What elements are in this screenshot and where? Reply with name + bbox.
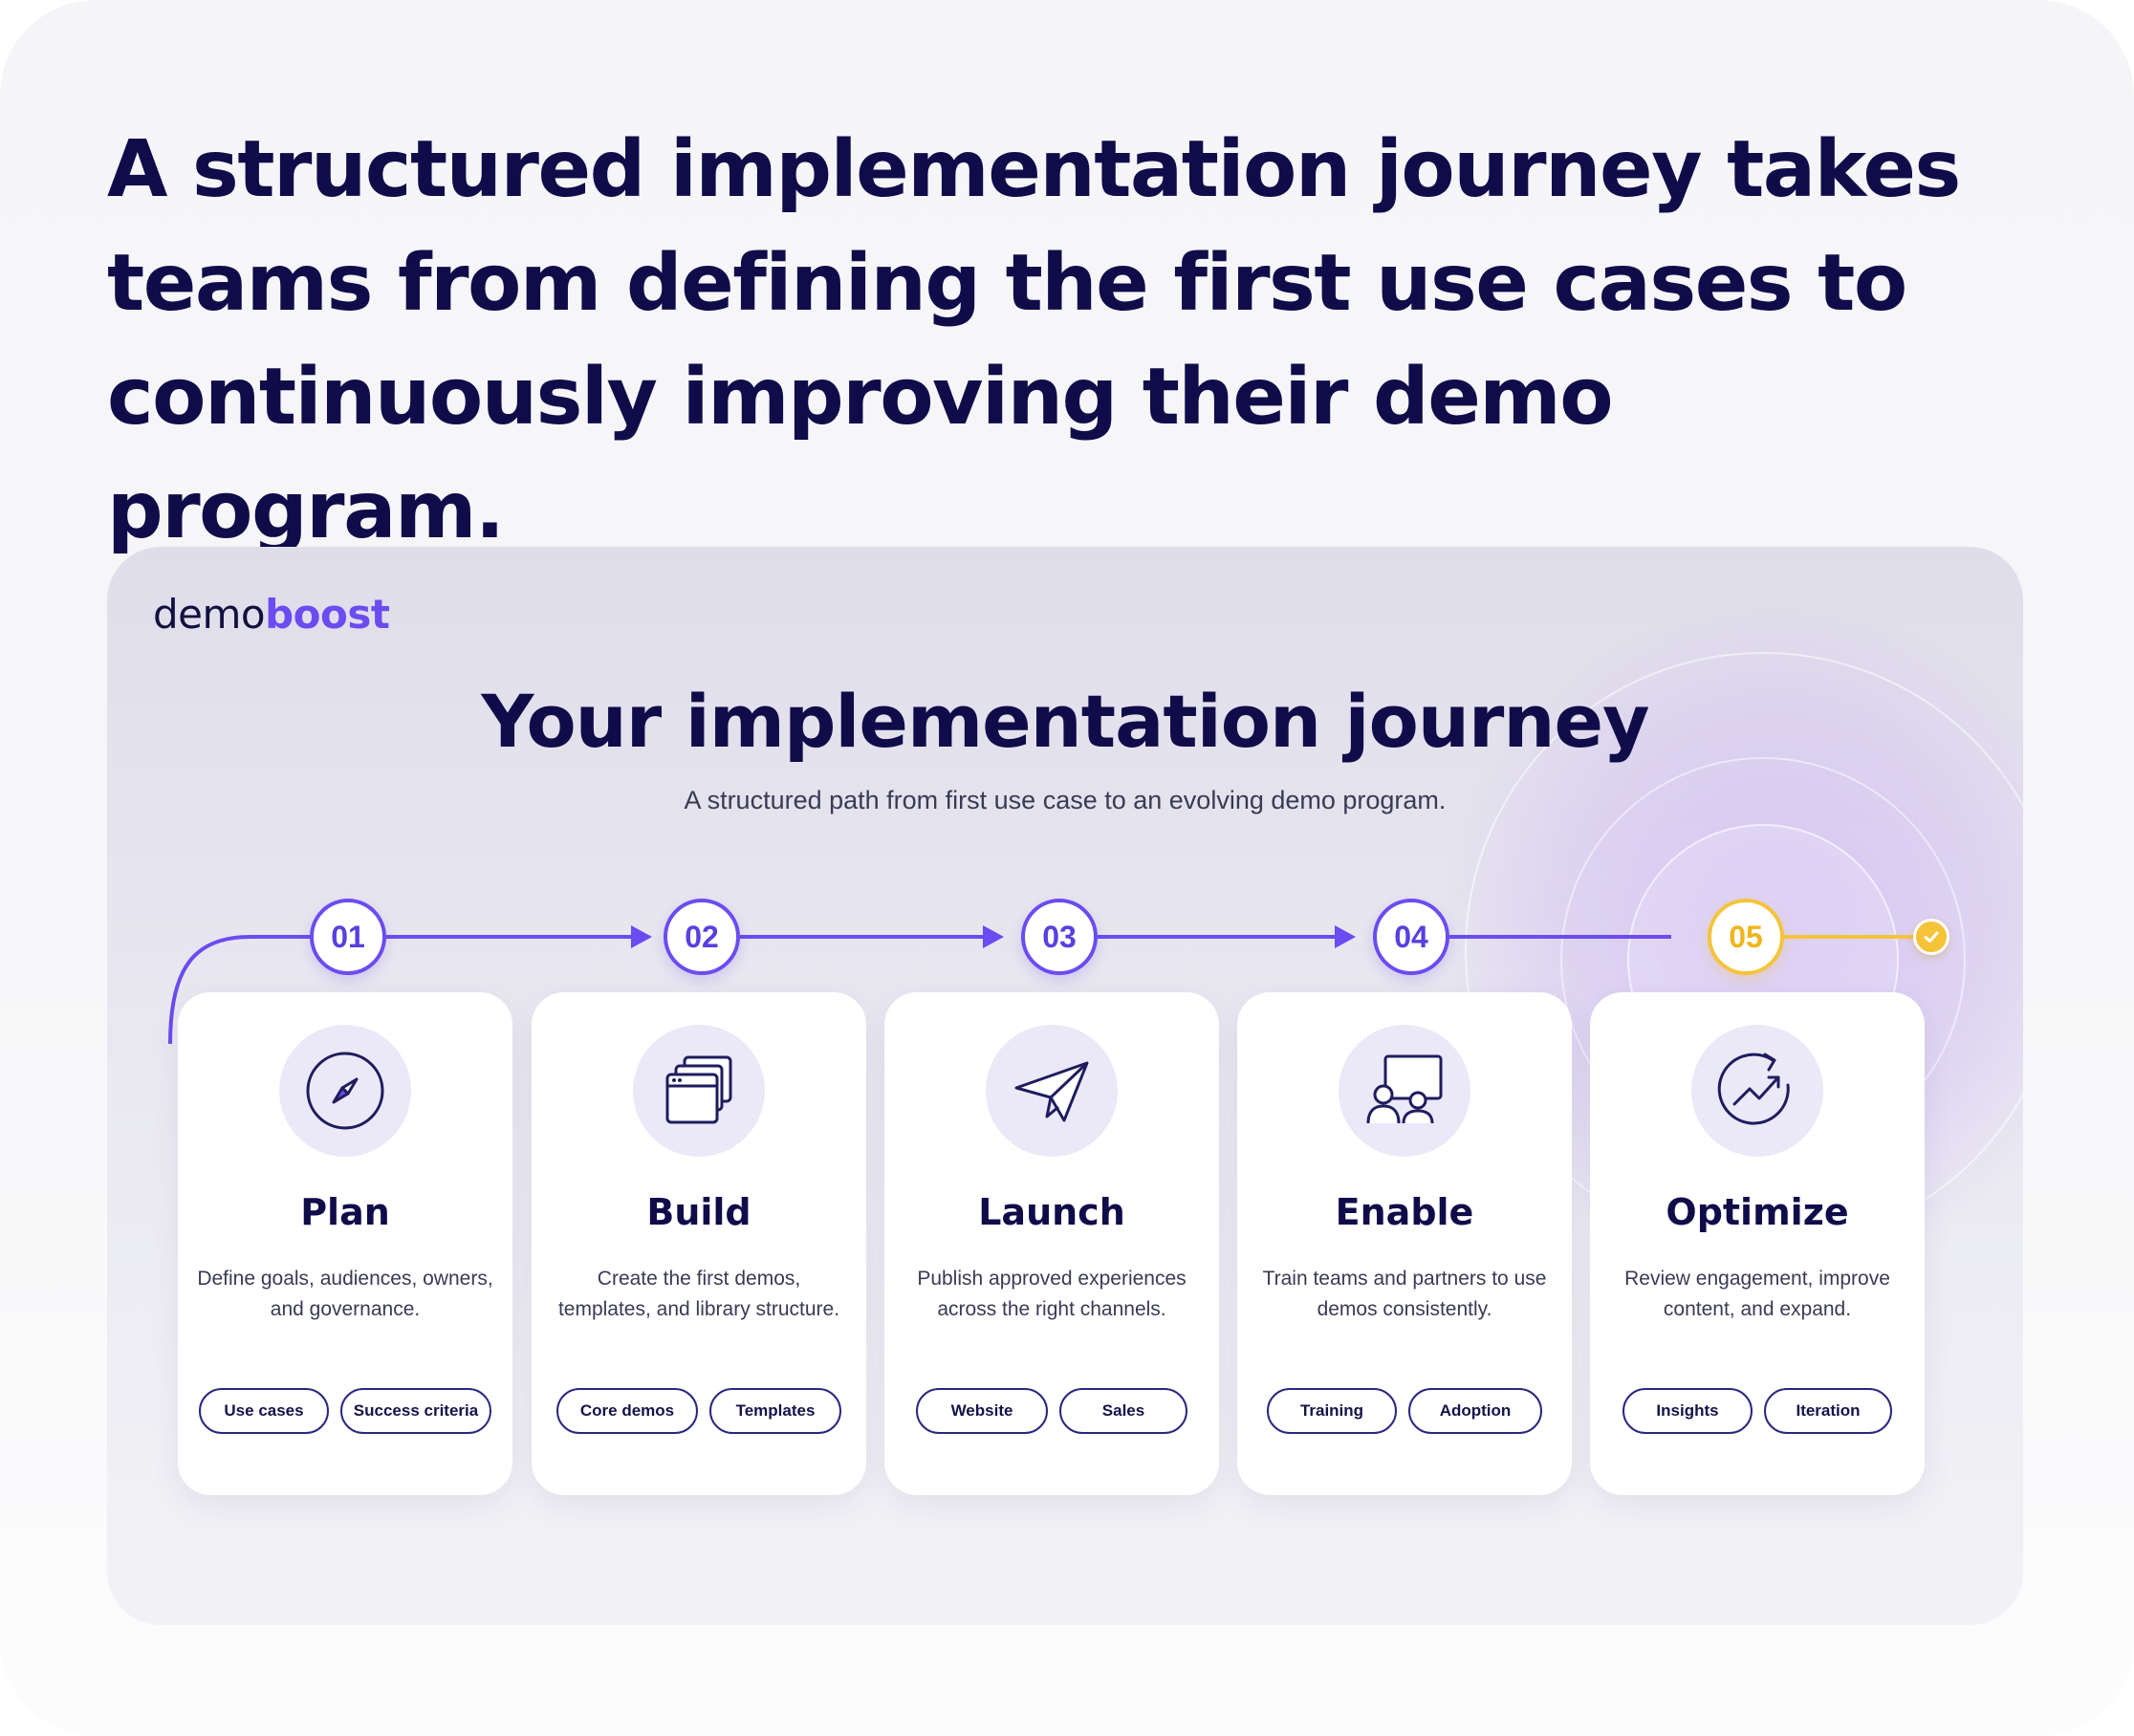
presentation-people-icon <box>1366 1054 1443 1124</box>
tag-group: Use cases Success criteria <box>178 1388 512 1434</box>
compass-icon <box>306 1052 384 1130</box>
logo-text-demo: demo <box>153 591 266 638</box>
paper-plane-icon <box>1014 1061 1089 1122</box>
journey-track <box>168 925 1914 1045</box>
step-number-01: 01 <box>310 899 386 975</box>
growth-cycle-icon <box>1717 1052 1790 1125</box>
tag-adoption[interactable]: Adoption <box>1408 1388 1542 1434</box>
windows-stack-icon <box>665 1055 732 1124</box>
tag-group: Insights Iteration <box>1590 1388 1925 1434</box>
icon-badge <box>1691 1025 1823 1157</box>
tag-templates[interactable]: Templates <box>709 1388 841 1434</box>
tag-success-criteria[interactable]: Success criteria <box>340 1388 491 1434</box>
tag-group: Training Adoption <box>1237 1388 1572 1434</box>
tag-iteration[interactable]: Iteration <box>1764 1388 1892 1434</box>
icon-badge <box>1339 1025 1470 1157</box>
icon-badge <box>633 1025 765 1157</box>
tag-group: Website Sales <box>884 1388 1219 1434</box>
tag-core-demos[interactable]: Core demos <box>556 1388 698 1434</box>
headline: A structured implementation journey take… <box>107 124 1961 556</box>
completion-check-icon <box>1913 919 1949 955</box>
step-card-launch: Launch Publish approved experiences acro… <box>884 992 1219 1495</box>
step-number-05: 05 <box>1708 899 1784 975</box>
step-card-plan: Plan Define goals, audiences, owners, an… <box>178 992 512 1495</box>
tag-website[interactable]: Website <box>916 1388 1048 1434</box>
panel-title: Your implementation journey <box>481 679 1649 764</box>
card-description: Create the first demos, templates, and l… <box>557 1268 840 1320</box>
arrow-icon <box>983 925 1004 948</box>
card-title: Enable <box>1335 1191 1474 1233</box>
tag-sales[interactable]: Sales <box>1059 1388 1187 1434</box>
card-title: Launch <box>978 1191 1125 1233</box>
journey-panel: demoboost Your implementation journey A … <box>107 547 2023 1625</box>
track-start-curve <box>168 935 310 1045</box>
card-title: Build <box>646 1191 751 1233</box>
step-card-build: Build Create the first demos, templates,… <box>532 992 866 1495</box>
step-number-04: 04 <box>1373 899 1449 975</box>
arrow-icon <box>631 925 652 948</box>
step-card-optimize: Optimize Review engagement, improve cont… <box>1590 992 1925 1495</box>
card-description: Train teams and partners to use demos co… <box>1262 1268 1547 1320</box>
step-number-02: 02 <box>664 899 740 975</box>
tag-group: Core demos Templates <box>532 1388 866 1434</box>
step-card-enable: Enable Train teams and partners to use d… <box>1237 992 1572 1495</box>
logo-text-boost: boost <box>265 591 390 638</box>
tag-use-cases[interactable]: Use cases <box>199 1388 329 1434</box>
card-title: Optimize <box>1666 1191 1849 1233</box>
icon-badge <box>279 1025 411 1157</box>
tag-training[interactable]: Training <box>1267 1388 1397 1434</box>
tag-insights[interactable]: Insights <box>1622 1388 1753 1434</box>
arrow-icon <box>1335 925 1356 948</box>
card-description: Review engagement, improve content, and … <box>1624 1268 1890 1320</box>
logo: demoboost <box>153 591 390 638</box>
panel-subtitle: A structured path from first use case to… <box>684 786 1447 814</box>
step-number-03: 03 <box>1021 899 1098 975</box>
card-title: Plan <box>300 1191 390 1233</box>
card-description: Define goals, audiences, owners, and gov… <box>197 1268 493 1320</box>
icon-badge <box>986 1025 1118 1157</box>
card-description: Publish approved experiences across the … <box>917 1268 1187 1320</box>
